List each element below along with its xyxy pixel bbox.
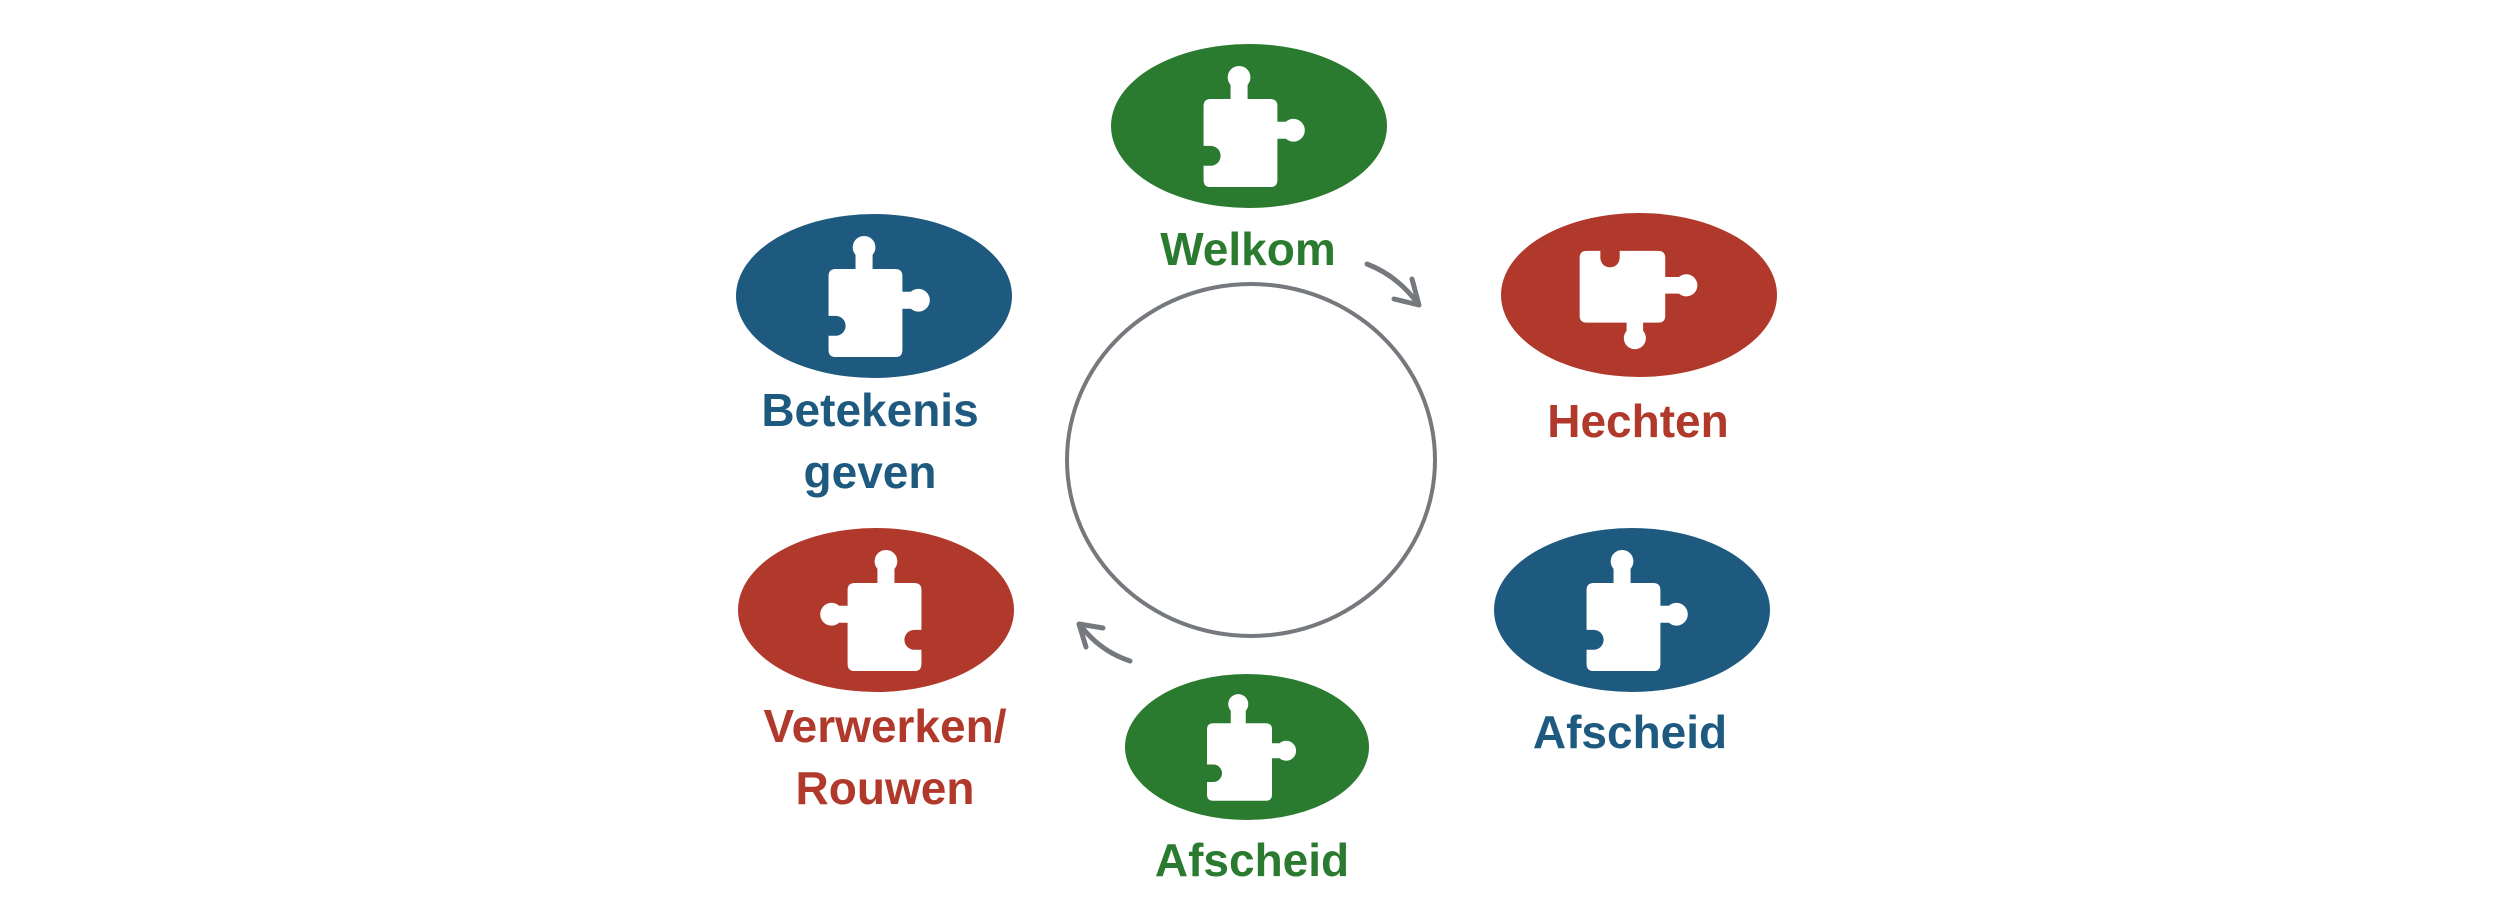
stage-ellipse <box>1125 674 1369 820</box>
stage-label-betekenis-geven: Betekenis geven <box>761 384 979 498</box>
stage-ellipse <box>1111 44 1387 208</box>
stage-node-afscheid-blue <box>1494 528 1770 692</box>
stage-label-verwerken-rouwen: Verwerken/ Rouwen <box>763 700 1007 814</box>
clockwise-arrow-bottom-left-icon <box>1076 621 1133 664</box>
stage-node-hechten <box>1501 213 1777 377</box>
stage-label-afscheid-blue: Afscheid <box>1532 706 1728 758</box>
stage-node-verwerken-rouwen <box>738 528 1014 692</box>
stage-label-afscheid-green: Afscheid <box>1154 834 1350 886</box>
stage-node-welkom <box>1111 44 1387 208</box>
stage-node-betekenis-geven <box>736 214 1012 378</box>
stage-label-hechten: Hechten <box>1547 395 1729 447</box>
cycle-circle <box>1065 282 1437 638</box>
stage-label-welkom: Welkom <box>1160 223 1336 275</box>
stage-ellipse <box>738 528 1014 692</box>
stage-node-afscheid-green <box>1125 674 1369 820</box>
stage-ellipse <box>1501 213 1777 377</box>
stage-ellipse <box>1494 528 1770 692</box>
clockwise-arrow-top-right-icon <box>1364 261 1422 308</box>
stage-ellipse <box>736 214 1012 378</box>
